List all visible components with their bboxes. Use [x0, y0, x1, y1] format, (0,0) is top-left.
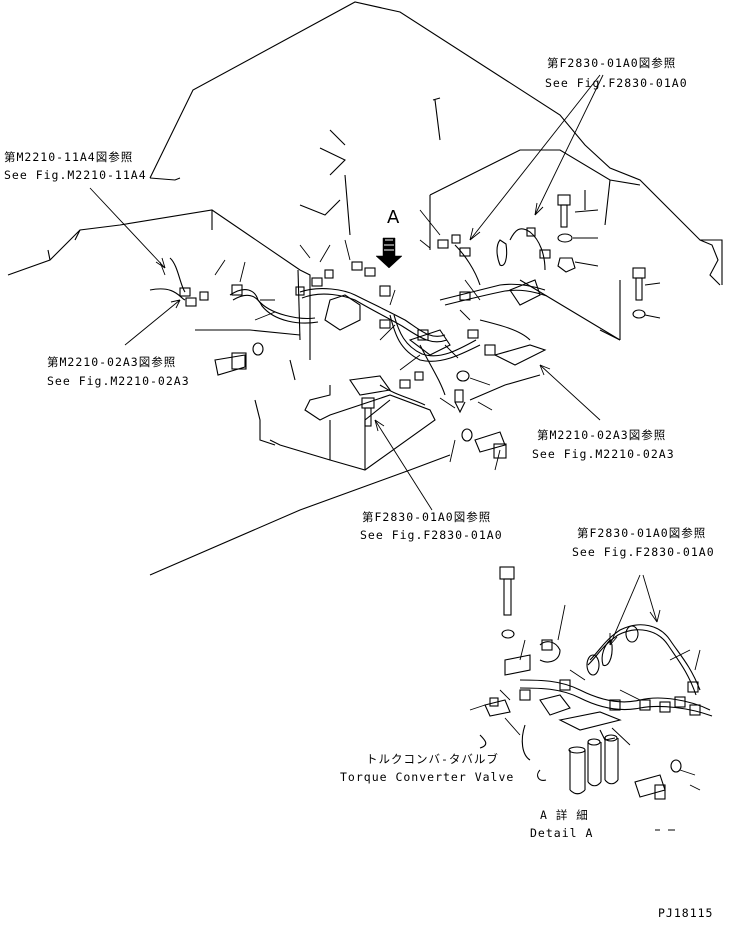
- leader-lines-upper: [159, 209, 661, 471]
- ref-f2830-detail-jp: 第F2830-01A0図参照: [577, 526, 707, 540]
- detail-a-jp: A 詳 細: [540, 808, 589, 822]
- ref-m2210-11a4-en: See Fig.M2210-11A4: [4, 168, 147, 182]
- ref-m2210-02a3-left-jp: 第M2210-02A3図参照: [47, 355, 177, 369]
- reference-arrows: [89, 74, 604, 511]
- ref-f2830-center-en: See Fig.F2830-01A0: [360, 528, 503, 542]
- ref-m2210-02a3-left-en: See Fig.M2210-02A3: [47, 374, 190, 388]
- view-marker-a: A: [387, 207, 400, 228]
- drawing-number: PJ18115: [658, 906, 714, 920]
- ref-m2210-11a4-jp: 第M2210-11A4図参照: [4, 150, 134, 164]
- ref-m2210-02a3-right-en: See Fig.M2210-02A3: [532, 447, 675, 461]
- view-arrow-a: [375, 237, 403, 269]
- detail-a-en: Detail A: [530, 826, 594, 840]
- machine-body-outline: [7, 1, 723, 576]
- torque-converter-valve-jp: トルクコンバ-タバルブ: [366, 752, 499, 766]
- ref-f2830-center-jp: 第F2830-01A0図参照: [362, 510, 492, 524]
- wire-harness-main: [149, 228, 548, 406]
- ref-f2830-detail-en: See Fig.F2830-01A0: [572, 545, 715, 559]
- torque-converter-valve-en: Torque Converter Valve: [340, 770, 515, 784]
- ref-f2830-top-en: See Fig.F2830-01A0: [545, 76, 688, 90]
- bolts-upper: [214, 194, 646, 459]
- connectors-upper: [179, 227, 551, 396]
- detail-a-drawing: [469, 566, 713, 831]
- ref-f2830-top-jp: 第F2830-01A0図参照: [547, 56, 677, 70]
- ref-m2210-02a3-right-jp: 第M2210-02A3図参照: [537, 428, 667, 442]
